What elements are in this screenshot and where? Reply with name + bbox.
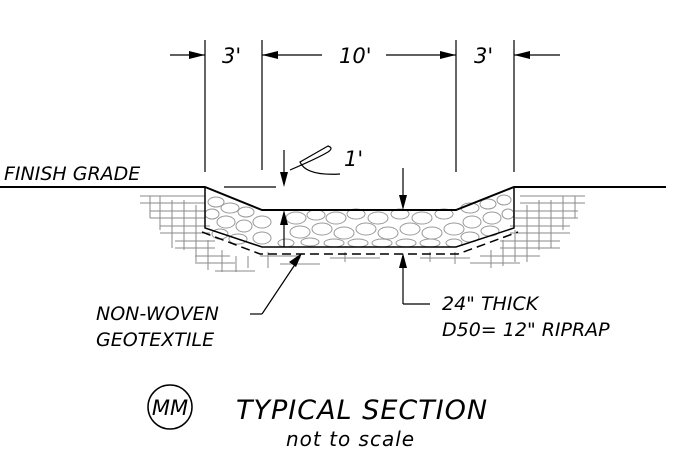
geotextile-label-line1: NON-WOVEN: [96, 303, 219, 325]
section-subtitle: not to scale: [286, 427, 415, 451]
depth-leader: [289, 145, 341, 175]
dim-bottom-width: 10': [339, 44, 372, 68]
dim-left-bench: 3': [222, 44, 241, 68]
riprap-label-line1: 24" THICK: [442, 293, 540, 315]
section-title: TYPICAL SECTION: [236, 395, 488, 426]
section-tag: MM: [152, 396, 188, 420]
riprap-label-line2: D50= 12" RIPRAP: [442, 319, 610, 341]
extension-lines: [204, 40, 515, 172]
finish-grade-line: [0, 186, 666, 211]
geotextile-line: [201, 231, 519, 255]
geotextile-label-line2: GEOTEXTILE: [96, 329, 214, 351]
dim-depth: 1': [344, 147, 363, 171]
riprap-outline: [204, 187, 515, 248]
soil-hatch-bottom: [260, 252, 470, 268]
riprap-fill: [204, 194, 515, 248]
soil-hatch-right: [470, 195, 585, 268]
section-tag-circle: [147, 384, 193, 430]
depth-dimension: [224, 145, 341, 247]
channel-section: [0, 186, 666, 248]
dim-right-bench: 3': [474, 44, 493, 68]
dimension-line-top: [170, 51, 560, 59]
geotextile-leader: [250, 253, 302, 315]
finish-grade-label: FINISH GRADE: [4, 163, 140, 185]
soil-hatch-left: [140, 195, 255, 272]
riprap-thickness-arrows: [399, 168, 430, 305]
